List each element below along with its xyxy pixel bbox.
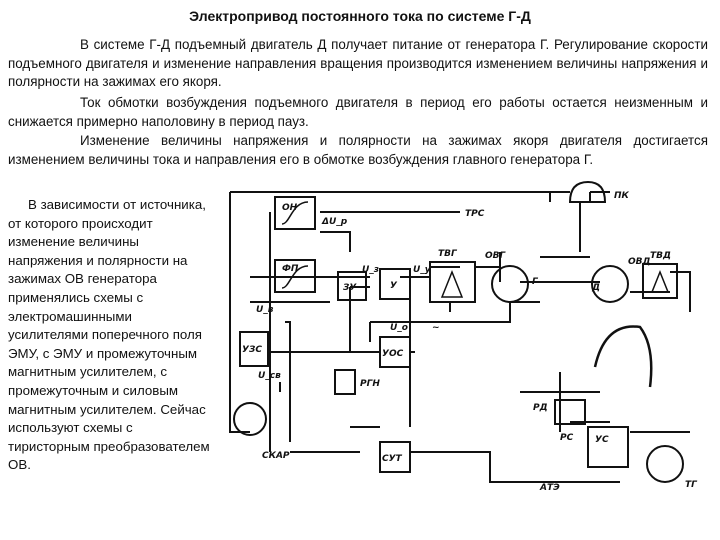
rs-label: РС: [560, 433, 574, 443]
trs-label: ТРС: [465, 209, 485, 219]
tvd-label: ТВД: [650, 251, 671, 261]
u-label: У: [390, 281, 398, 291]
pk-label: ПК: [614, 191, 630, 201]
rd-block: [554, 399, 586, 425]
sut-label: СУТ: [382, 454, 403, 464]
page-title: Электропривод постоянного тока по систем…: [189, 8, 531, 24]
tilde-label: ~: [432, 323, 440, 333]
fp-label: ФП: [282, 264, 299, 274]
ovd-label: ОВД: [628, 257, 651, 267]
ate-label: АТЭ: [539, 483, 560, 493]
rgn-block: [334, 369, 356, 395]
u-z-label: U_з: [362, 265, 379, 275]
u-block: [379, 268, 411, 300]
us-block: [587, 426, 629, 468]
drum-symbol: [593, 325, 653, 388]
u-y-label: U_у: [413, 265, 432, 275]
skar-symbol: [233, 402, 267, 436]
rd-label: РД: [533, 403, 548, 413]
pk-symbol: [568, 180, 607, 203]
rgn-label: РГН: [360, 379, 380, 389]
wiring: [229, 191, 691, 483]
zu-label: ЗУ: [343, 283, 357, 293]
tg-symbol: [646, 445, 684, 483]
tg-label: ТГ: [685, 480, 698, 490]
paragraph-2: Ток обмотки возбуждения подъемного двига…: [8, 94, 708, 131]
paragraph-3-text: Изменение величины напряжения и полярнос…: [8, 133, 708, 167]
du-p-label: ΔU_р: [321, 217, 348, 227]
paragraph-1: В системе Г-Д подъемный двигатель Д полу…: [8, 36, 708, 92]
fp-block: [274, 259, 316, 293]
uzs-block: [239, 331, 269, 367]
skar-label: СКАР: [262, 451, 290, 461]
on-label: ОН: [282, 203, 298, 213]
tvg-label: ТВГ: [438, 249, 458, 259]
ovg-label: ОВГ: [485, 251, 507, 261]
g-label: Г: [532, 277, 539, 287]
side-paragraph-text: В зависимости от источника, от которого …: [8, 197, 210, 473]
side-paragraph: В зависимости от источника, от которого …: [8, 196, 213, 475]
u-sv-label: U_св: [258, 371, 281, 381]
d-label: Д: [591, 283, 600, 293]
paragraph-2-text: Ток обмотки возбуждения подъемного двига…: [8, 95, 708, 129]
u-v-label: U_в: [256, 305, 274, 315]
paragraph-1-text: В системе Г-Д подъемный двигатель Д полу…: [8, 37, 708, 89]
u-o-label: U_о: [390, 323, 408, 333]
generator-symbol: [491, 265, 529, 303]
on-block: [274, 196, 316, 230]
tvg-block: [429, 261, 476, 303]
uzs-label: УЗС: [242, 345, 262, 355]
circuit-diagram: ОН ФП ЗУ У УЗС УОС СУТ РГН ТВГ ТВД Г Д О…: [229, 180, 698, 493]
uos-block: [379, 336, 411, 368]
tvd-block: [642, 263, 678, 299]
sut-block: [379, 441, 411, 473]
paragraph-3: Изменение величины напряжения и полярнос…: [8, 132, 708, 169]
us-label: УС: [595, 435, 609, 445]
zu-block: [337, 271, 367, 301]
uos-label: УОС: [382, 349, 404, 359]
motor-symbol: [591, 265, 629, 303]
